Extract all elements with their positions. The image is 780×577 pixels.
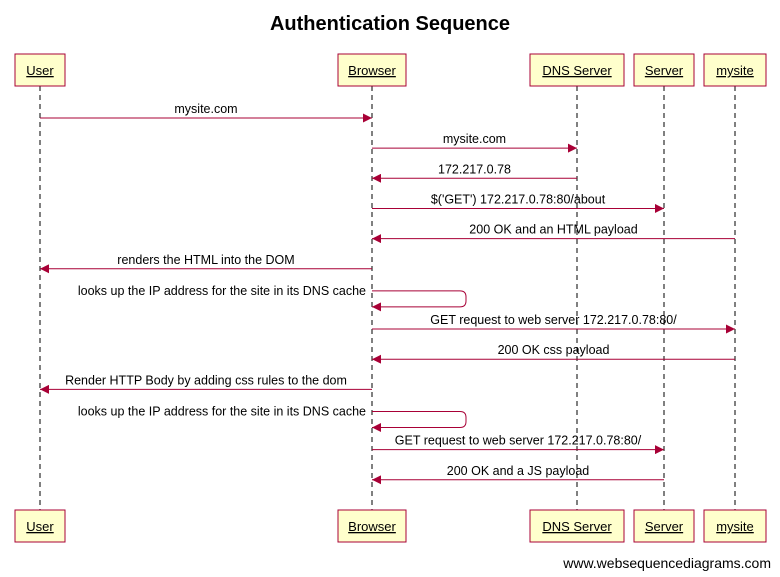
message-12: GET request to web server 172.217.0.78:8…: [372, 434, 664, 455]
message-label: mysite.com: [443, 132, 506, 146]
participant-server-bottom: Server: [633, 509, 695, 543]
participant-box: [633, 509, 695, 543]
message-10: Render HTTP Body by adding css rules to …: [40, 373, 372, 394]
message-label: 200 OK and an HTML payload: [469, 223, 637, 237]
message-4: $('GET') 172.217.0.78:80/about: [372, 192, 664, 213]
message-label: renders the HTML into the DOM: [117, 253, 294, 267]
message-label: GET request to web server 172.217.0.78:8…: [430, 313, 677, 327]
participant-label: User: [26, 63, 54, 78]
message-label: 200 OK and a JS payload: [447, 464, 590, 478]
message-1: mysite.com: [40, 102, 372, 123]
participant-label: Server: [645, 519, 684, 534]
message-6: renders the HTML into the DOM: [40, 253, 372, 274]
message-label: 172.217.0.78: [438, 162, 511, 176]
message-label: looks up the IP address for the site in …: [78, 284, 366, 298]
participant-dns-bottom: DNS Server: [529, 509, 625, 543]
message-label: GET request to web server 172.217.0.78:8…: [395, 434, 642, 448]
message-label: looks up the IP address for the site in …: [78, 405, 366, 419]
message-7: looks up the IP address for the site in …: [78, 284, 467, 312]
participant-label: Browser: [348, 63, 396, 78]
message-11: looks up the IP address for the site in …: [78, 405, 467, 432]
message-3: 172.217.0.78: [372, 162, 577, 183]
participant-label: User: [26, 519, 54, 534]
message-2: mysite.com: [372, 132, 577, 153]
message-5: 200 OK and an HTML payload: [372, 223, 735, 244]
self-message-arrow: [372, 290, 467, 312]
participant-browser-top: Browser: [337, 53, 407, 87]
participant-label: Browser: [348, 519, 396, 534]
participant-label: DNS Server: [542, 519, 612, 534]
message-label: 200 OK css payload: [498, 343, 610, 357]
message-label: mysite.com: [174, 102, 237, 116]
participant-label: mysite: [716, 63, 754, 78]
participant-user-bottom: User: [14, 509, 66, 543]
message-label: $('GET') 172.217.0.78:80/about: [431, 192, 606, 206]
participant-box: [633, 53, 695, 87]
message-13: 200 OK and a JS payload: [372, 464, 664, 485]
participant-box: [14, 53, 66, 87]
message-9: 200 OK css payload: [372, 343, 735, 364]
participant-mysite-top: mysite: [703, 53, 767, 87]
participant-box: [703, 509, 767, 543]
participant-box: [14, 509, 66, 543]
participant-label: mysite: [716, 519, 754, 534]
message-label: Render HTTP Body by adding css rules to …: [65, 373, 347, 387]
participant-label: Server: [645, 63, 684, 78]
participant-user-top: User: [14, 53, 66, 87]
participant-box: [529, 53, 625, 87]
participant-box: [337, 509, 407, 543]
participant-dns-top: DNS Server: [529, 53, 625, 87]
participant-server-top: Server: [633, 53, 695, 87]
message-8: GET request to web server 172.217.0.78:8…: [372, 313, 735, 334]
watermark-text: www.websequencediagrams.com: [562, 555, 771, 571]
diagram-title: Authentication Sequence: [270, 13, 510, 35]
participant-box: [703, 53, 767, 87]
participant-browser-bottom: Browser: [337, 509, 407, 543]
participant-box: [337, 53, 407, 87]
participant-label: DNS Server: [542, 63, 612, 78]
participant-mysite-bottom: mysite: [703, 509, 767, 543]
self-message-arrow: [372, 411, 467, 432]
participant-box: [529, 509, 625, 543]
